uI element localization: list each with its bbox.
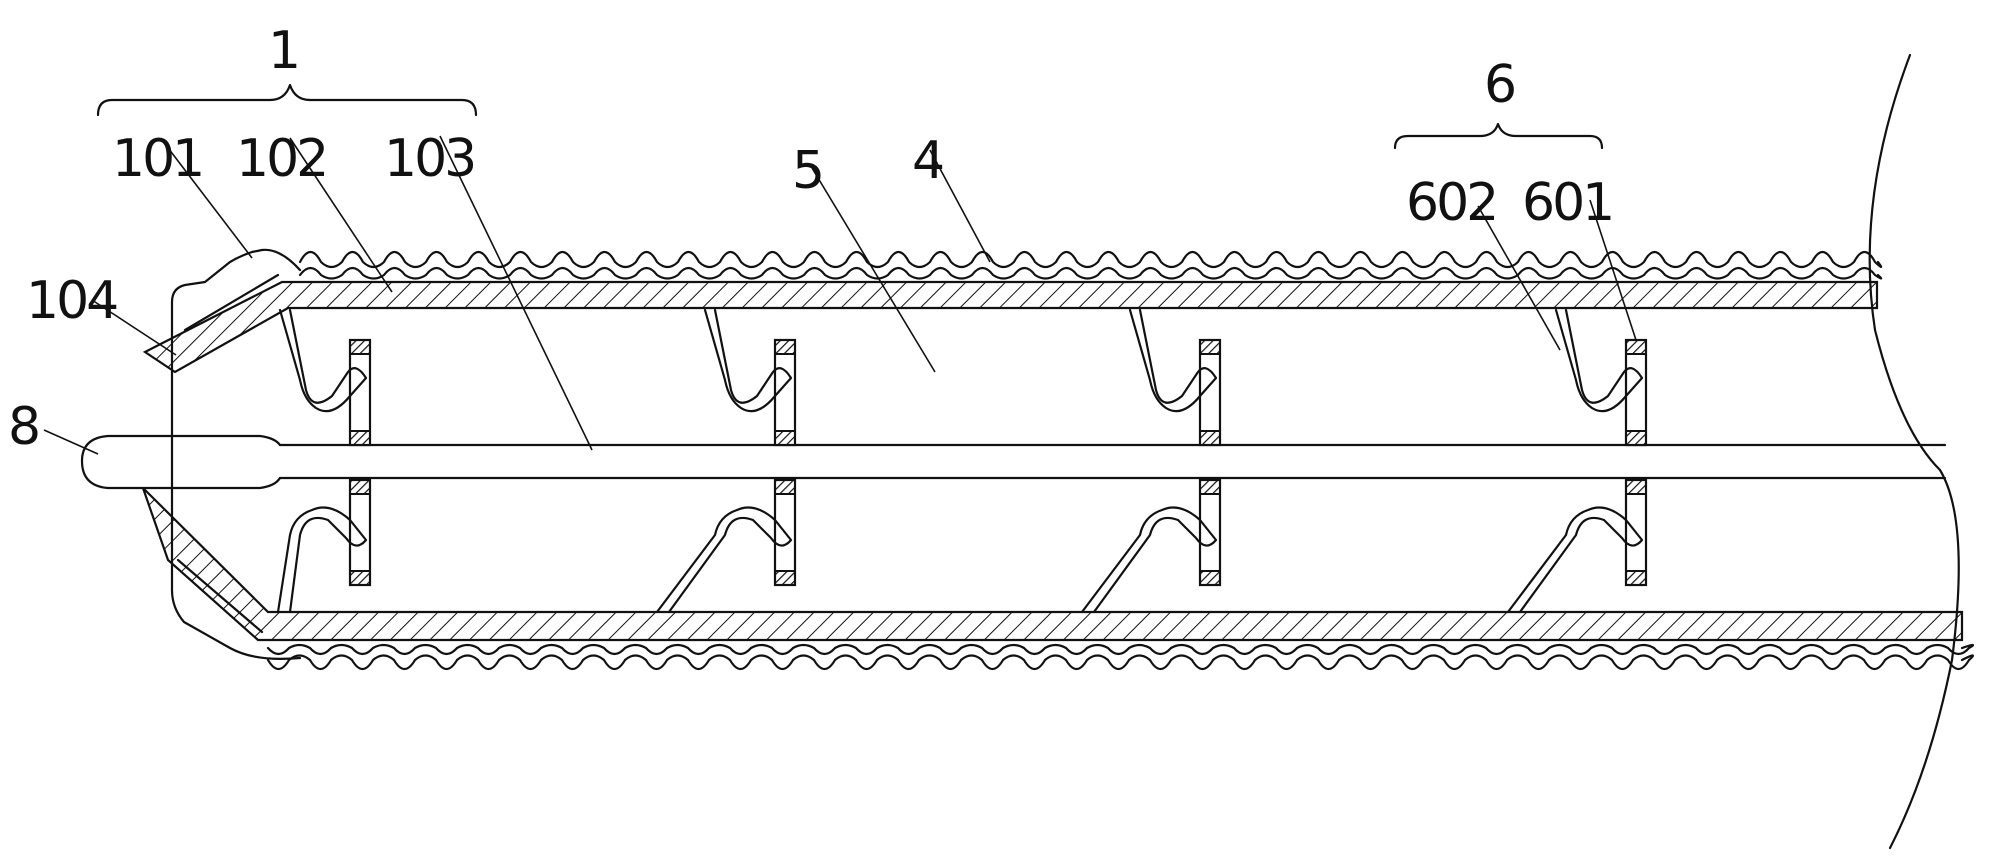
label-tip: 8 xyxy=(8,397,38,457)
disc-cap xyxy=(1625,339,1647,355)
disc-cap xyxy=(1199,430,1221,446)
core-rod xyxy=(278,443,1947,480)
label-core-rod: 103 xyxy=(384,129,474,189)
hook-2-bottom xyxy=(655,506,793,614)
hook-disc-units xyxy=(276,308,1648,614)
corrugated-shell-top-inner xyxy=(298,266,1883,280)
bracket-assembly xyxy=(96,83,478,117)
label-hook-unit: 6 xyxy=(1484,55,1514,115)
disc-cap xyxy=(1199,339,1221,355)
label-assembly: 1 xyxy=(268,21,298,81)
disc-cap xyxy=(774,570,796,586)
disc-cap xyxy=(349,570,371,586)
hook-4-top xyxy=(1554,308,1644,413)
label-chamber: 5 xyxy=(792,141,822,201)
hook-2-top xyxy=(703,308,793,413)
disc-cap xyxy=(1625,479,1647,495)
right-boundary xyxy=(1868,53,1960,850)
tip-probe xyxy=(80,434,282,490)
nose-inner-line xyxy=(183,273,280,332)
bracket-hook-unit xyxy=(1393,122,1604,150)
hook-3-top xyxy=(1128,308,1218,413)
leader-lines xyxy=(43,135,1637,455)
hatched-wall-top xyxy=(142,280,1879,374)
label-end-cap: 104 xyxy=(26,271,117,331)
label-nose-wall: 102 xyxy=(236,129,326,189)
label-nose-outer: 101 xyxy=(112,129,202,189)
hook-3-bottom xyxy=(1080,506,1218,614)
disc-cap xyxy=(1625,570,1647,586)
corrugated-shell-top xyxy=(298,250,1883,269)
disc-cap xyxy=(774,339,796,355)
disc-cap xyxy=(349,479,371,495)
disc-cap xyxy=(349,430,371,446)
disc-cap xyxy=(774,430,796,446)
disc-cap xyxy=(1199,570,1221,586)
hook-1-top xyxy=(278,308,368,413)
label-corrugated-shell: 4 xyxy=(912,131,943,191)
disc-cap xyxy=(349,339,371,355)
corrugated-shell-bottom-inner xyxy=(266,643,1975,656)
label-disc: 601 xyxy=(1522,173,1612,233)
hook-1-bottom xyxy=(276,506,368,614)
hook-4-bottom xyxy=(1506,506,1644,614)
disc-cap xyxy=(774,479,796,495)
hatched-wall-bottom xyxy=(141,487,1964,642)
corrugated-shell-bottom xyxy=(266,654,1975,671)
nose-cap-outline xyxy=(170,248,302,660)
disc-cap xyxy=(1199,479,1221,495)
label-hook: 602 xyxy=(1406,173,1496,233)
disc-cap xyxy=(1625,430,1647,446)
nose-inner-line-bottom xyxy=(176,558,264,634)
